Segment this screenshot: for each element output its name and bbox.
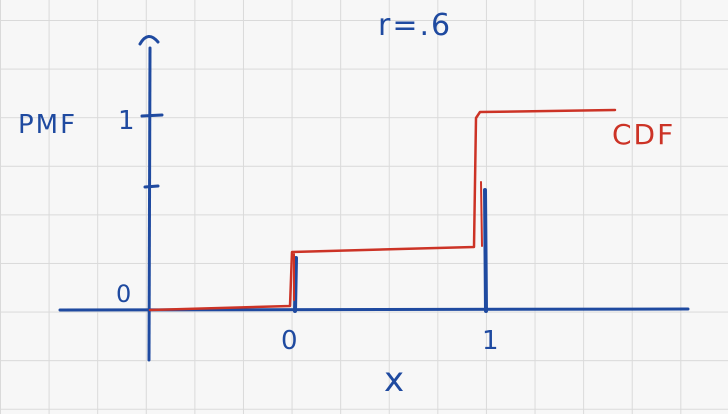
pmf-spike-at-0 <box>293 256 298 313</box>
x-axis-label: x <box>384 360 407 400</box>
y-tick-half <box>143 184 160 189</box>
cdf-label: CDF <box>612 118 676 151</box>
y-axis-label: PMF <box>18 110 78 140</box>
cdf-jump-at-1 <box>480 181 483 247</box>
y-axis-line <box>147 46 152 362</box>
x-tick-label-0: 0 <box>281 326 300 356</box>
y-axis-arrowhead <box>138 35 160 46</box>
y-tick-label-0: 0 <box>116 280 134 308</box>
y-tick-label-1: 1 <box>118 106 137 136</box>
x-tick-label-1: 1 <box>482 326 501 356</box>
diagram-title: r=.6 <box>378 8 453 43</box>
cdf-step-line <box>148 108 617 312</box>
pmf-spike-at-1 <box>483 188 488 313</box>
y-tick-1 <box>140 113 164 118</box>
